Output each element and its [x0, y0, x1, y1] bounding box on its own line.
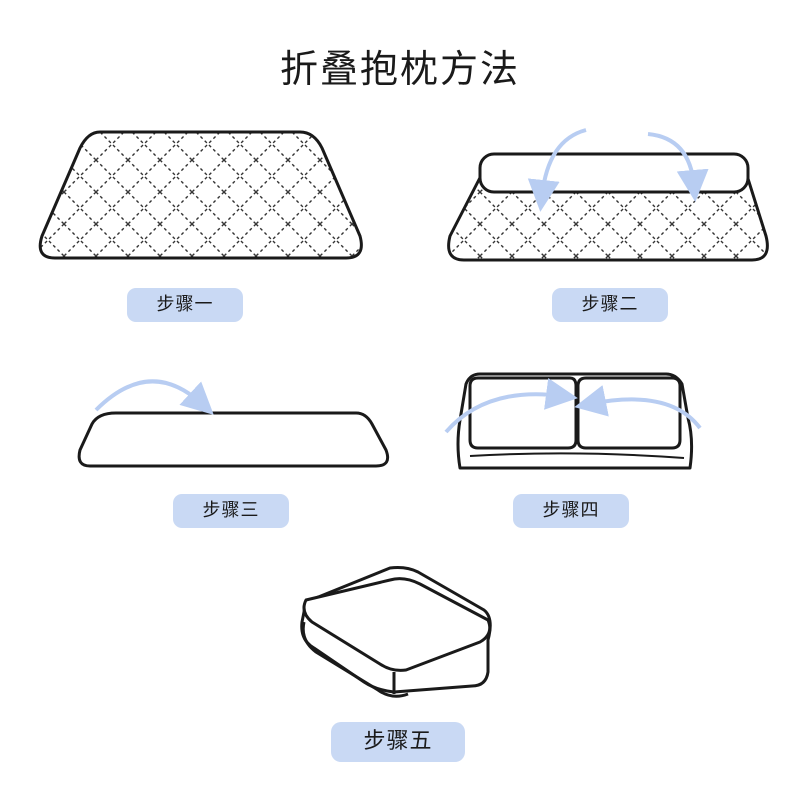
- step5-label: 步骤五: [331, 722, 465, 762]
- step1-label: 步骤一: [127, 288, 243, 322]
- step4-label: 步骤四: [513, 494, 629, 528]
- step4-arrows: [444, 378, 702, 434]
- step2-arrows: [527, 128, 709, 212]
- step5-pillow: [300, 566, 492, 698]
- step2-label: 步骤二: [552, 288, 668, 322]
- step3-label: 步骤三: [173, 494, 289, 528]
- step3-pillow: [77, 411, 390, 468]
- step1-pillow: [38, 130, 363, 260]
- page-title: 折叠抱枕方法: [279, 47, 520, 91]
- step2-pillow: [447, 152, 769, 262]
- step3-arrow: [94, 379, 214, 415]
- step4-pillow: [456, 372, 694, 470]
